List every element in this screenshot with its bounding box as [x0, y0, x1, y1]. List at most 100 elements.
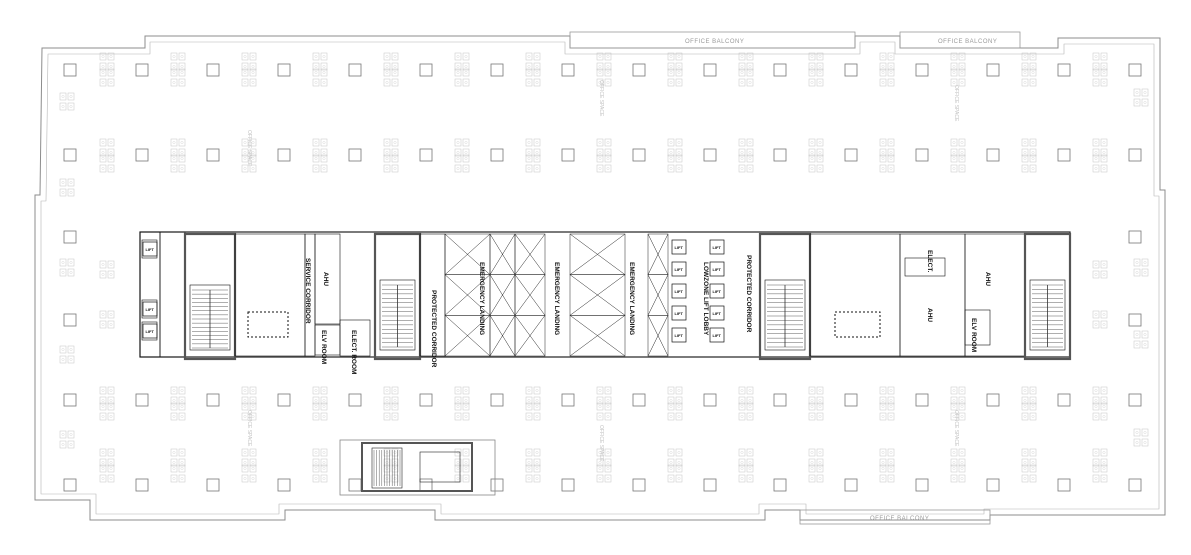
desk-cluster-23: [667, 68, 683, 87]
column-8: [632, 63, 646, 77]
desk-cluster-52: [596, 154, 612, 173]
desk-cluster-72: [950, 386, 966, 405]
desk-cluster-38: [667, 138, 683, 157]
lift-cabin-7: LIFT: [709, 283, 725, 299]
desk-cluster-56: [879, 154, 895, 173]
desk-cluster-10: [808, 52, 824, 71]
column-58: [490, 478, 504, 492]
lift-cabin-6: LIFT: [709, 261, 725, 277]
desk-cluster-113: [667, 464, 683, 483]
desk-cluster-127: [1133, 428, 1149, 447]
desk-cluster-112: [596, 464, 612, 483]
desk-cluster-5: [454, 52, 470, 71]
desk-cluster-44: [1092, 138, 1108, 157]
desk-cluster-107: [241, 464, 257, 483]
desk-cluster-83: [667, 402, 683, 421]
desk-cluster-8: [667, 52, 683, 71]
desk-cluster-122: [99, 310, 115, 329]
svg-text:LIFT: LIFT: [675, 267, 684, 272]
desk-cluster-118: [1021, 464, 1037, 483]
desk-cluster-120: [99, 260, 115, 279]
desk-cluster-16: [170, 68, 186, 87]
desk-cluster-63: [312, 386, 328, 405]
office-space-label-3: OFFICE SPACE: [953, 85, 959, 122]
lift-cabin-5: LIFT: [709, 239, 725, 255]
desk-cluster-60: [99, 386, 115, 405]
emergency-landing-label-2: EMERGENCY LANDING: [553, 262, 560, 335]
column-21: [419, 148, 433, 162]
column-49: [986, 393, 1000, 407]
desk-cluster-115: [808, 464, 824, 483]
column-57: [419, 478, 433, 492]
svg-text:LIFT: LIFT: [146, 329, 155, 334]
ahu-label-right-2: AHU: [926, 308, 933, 322]
desk-cluster-12: [950, 52, 966, 71]
lift-shaft-4: [647, 233, 669, 357]
desk-cluster-84: [738, 402, 754, 421]
central-core: [139, 231, 1072, 361]
column-59: [561, 478, 575, 492]
desk-cluster-119: [1092, 464, 1108, 483]
desk-cluster-80: [454, 402, 470, 421]
desk-cluster-114: [738, 464, 754, 483]
desk-cluster-58: [1021, 154, 1037, 173]
desk-cluster-88: [1021, 402, 1037, 421]
desk-cluster-62: [241, 386, 257, 405]
column-17: [135, 148, 149, 162]
column-3: [277, 63, 291, 77]
desk-cluster-36: [525, 138, 541, 157]
office-space-label-4: OFFICE SPACE: [246, 410, 252, 447]
column-20: [348, 148, 362, 162]
desk-cluster-103: [1021, 448, 1037, 467]
svg-text:LIFT: LIFT: [146, 307, 155, 312]
desk-cluster-6: [525, 52, 541, 71]
column-61: [703, 478, 717, 492]
desk-cluster-117: [950, 464, 966, 483]
desk-cluster-96: [525, 448, 541, 467]
lowzone-lift-lobby-label: LOWZONE LIFT LOBBY: [702, 262, 709, 336]
column-30: [1057, 148, 1071, 162]
protected-corridor-label-left: PROTECTED CORRIDOR: [430, 290, 437, 368]
desk-cluster-85: [808, 402, 824, 421]
column-10: [773, 63, 787, 77]
desk-cluster-48: [312, 154, 328, 173]
svg-text:LIFT: LIFT: [713, 333, 722, 338]
column-62: [773, 478, 787, 492]
desk-cluster-69: [738, 386, 754, 405]
desk-cluster-15: [99, 68, 115, 87]
desk-cluster-51: [525, 154, 541, 173]
column-36: [63, 393, 77, 407]
column-7: [561, 63, 575, 77]
desk-cluster-95: [454, 448, 470, 467]
desk-cluster-126: [1133, 330, 1149, 349]
desk-cluster-14: [1092, 52, 1108, 71]
lift-cabin-4: LIFT: [671, 327, 687, 343]
desk-cluster-76: [170, 402, 186, 421]
desk-cluster-33: [312, 138, 328, 157]
desk-cluster-22: [596, 68, 612, 87]
elect-room-label: ELECT. ROOM: [350, 330, 357, 374]
column-66: [1057, 478, 1071, 492]
column-23: [561, 148, 575, 162]
lift-shaft-0: [444, 233, 491, 357]
desk-cluster-0: [99, 52, 115, 71]
desk-cluster-106: [170, 464, 186, 483]
desk-cluster-91: [170, 448, 186, 467]
desk-cluster-74: [1092, 386, 1108, 405]
emergency-landing-label-1: EMERGENCY LANDING: [478, 262, 485, 335]
desk-cluster-110: [454, 464, 470, 483]
office-balcony-label-1: OFFICE BALCONY: [685, 39, 744, 45]
desk-cluster-37: [596, 138, 612, 157]
column-1: [135, 63, 149, 77]
desk-cluster-61: [170, 386, 186, 405]
svg-text:LIFT: LIFT: [675, 245, 684, 250]
desk-cluster-47: [241, 154, 257, 173]
desk-cluster-64: [383, 386, 399, 405]
svg-text:LIFT: LIFT: [675, 311, 684, 316]
column-47: [844, 393, 858, 407]
column-45: [703, 393, 717, 407]
desk-cluster-131: [59, 345, 75, 364]
desk-cluster-50: [454, 154, 470, 173]
office-balcony-top-middle: [569, 31, 856, 49]
desk-cluster-108: [312, 464, 328, 483]
